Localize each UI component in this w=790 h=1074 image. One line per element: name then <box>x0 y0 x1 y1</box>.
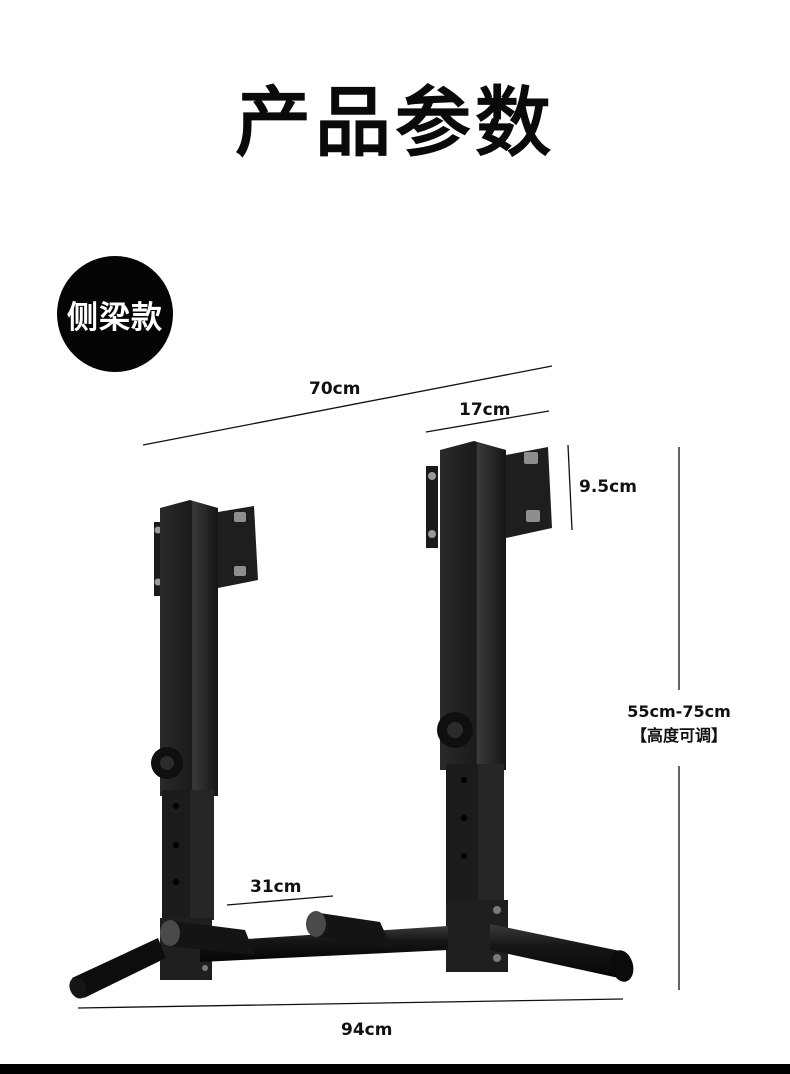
dim-label-overall-depth: 70cm <box>309 379 361 399</box>
right-post <box>426 441 552 972</box>
dim-line-17cm <box>425 410 550 433</box>
dim-line-9-5cm <box>567 444 573 531</box>
dim-height-note: 【高度可调】 <box>630 726 727 745</box>
dim-height-value: 55cm-75cm <box>627 702 731 721</box>
dim-label-adjustable-height: 55cm-75cm 【高度可调】 <box>622 702 736 746</box>
dim-label-handle-length: 31cm <box>250 877 302 897</box>
left-post <box>151 500 258 980</box>
dim-line-94cm <box>77 998 624 1009</box>
dim-label-bracket-width: 17cm <box>459 400 511 420</box>
bottom-divider-bar <box>0 1064 790 1074</box>
dim-line-70cm <box>142 365 553 446</box>
dim-line-31cm <box>226 895 334 906</box>
dimension-lines <box>77 365 680 1009</box>
bars <box>69 911 634 999</box>
variant-badge: 侧梁款 <box>57 256 173 372</box>
dim-label-bracket-height: 9.5cm <box>579 477 637 497</box>
page-title: 产品参数 <box>235 78 555 167</box>
variant-badge-label: 侧梁款 <box>67 299 163 336</box>
dim-label-overall-width: 94cm <box>341 1020 393 1040</box>
